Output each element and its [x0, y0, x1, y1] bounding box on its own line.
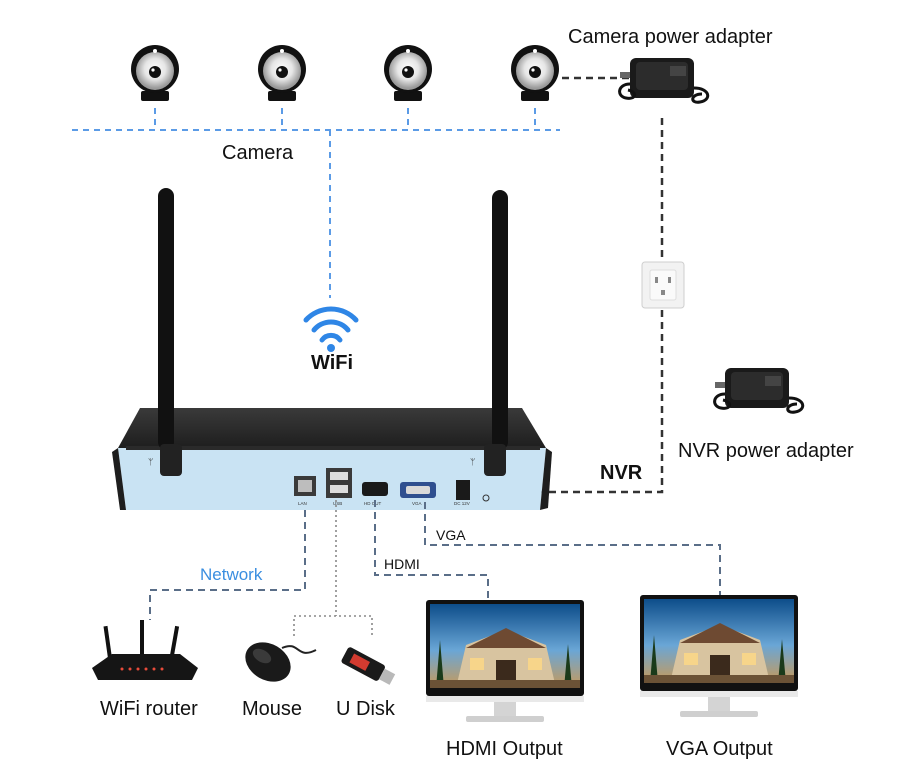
camera-power-adapter-label: Camera power adapter	[568, 26, 773, 48]
port-label-dc: DC 12V	[454, 501, 470, 506]
monitor-icon	[426, 600, 584, 722]
power-links	[486, 76, 664, 494]
camera-label: Camera	[222, 142, 294, 164]
router-icon	[92, 620, 198, 680]
nvr-label: NVR	[600, 462, 643, 484]
nvr-power-adapter-label: NVR power adapter	[678, 440, 854, 462]
hdmi-port	[362, 482, 388, 496]
power-adapter-icon	[713, 366, 805, 414]
mouse-label: Mouse	[242, 698, 303, 720]
dc-port	[456, 480, 470, 500]
camera-icon	[384, 45, 432, 101]
wifi-label: WiFi	[311, 352, 354, 374]
output-links	[149, 500, 721, 620]
port-label-lan: LAN	[298, 501, 307, 506]
port-label-hdmi: HD OUT	[364, 501, 381, 506]
port-label-usb: USB	[333, 501, 342, 506]
hdmi-output-label: HDMI Output	[446, 738, 563, 760]
u-disk-label: U Disk	[336, 698, 395, 720]
usb-disk-icon	[341, 647, 396, 685]
wifi-icon	[303, 306, 359, 343]
wall-socket-icon	[641, 261, 685, 309]
camera-icon	[258, 45, 306, 101]
usb-links	[293, 500, 373, 636]
network-label: Network	[200, 565, 263, 584]
wifi-router-label: WiFi router	[100, 698, 198, 720]
camera-icon	[511, 45, 559, 101]
port-label-vga: VGA	[412, 501, 422, 506]
power-adapter-icon	[618, 56, 710, 104]
vga-output-label: VGA Output	[666, 738, 773, 760]
monitor-icon	[640, 595, 798, 717]
mouse-icon	[245, 642, 317, 682]
svg-text:ᛘ: ᛘ	[148, 457, 153, 467]
svg-text:ᛘ: ᛘ	[470, 457, 475, 467]
camera-icon	[131, 45, 179, 101]
camera-wifi-links	[72, 108, 560, 298]
vga-link-label: VGA	[436, 527, 466, 543]
nvr-device: ᛘ ᛘ LAN USB HD OUT VGA DC 12V	[112, 188, 552, 510]
hdmi-link-label: HDMI	[384, 556, 420, 572]
